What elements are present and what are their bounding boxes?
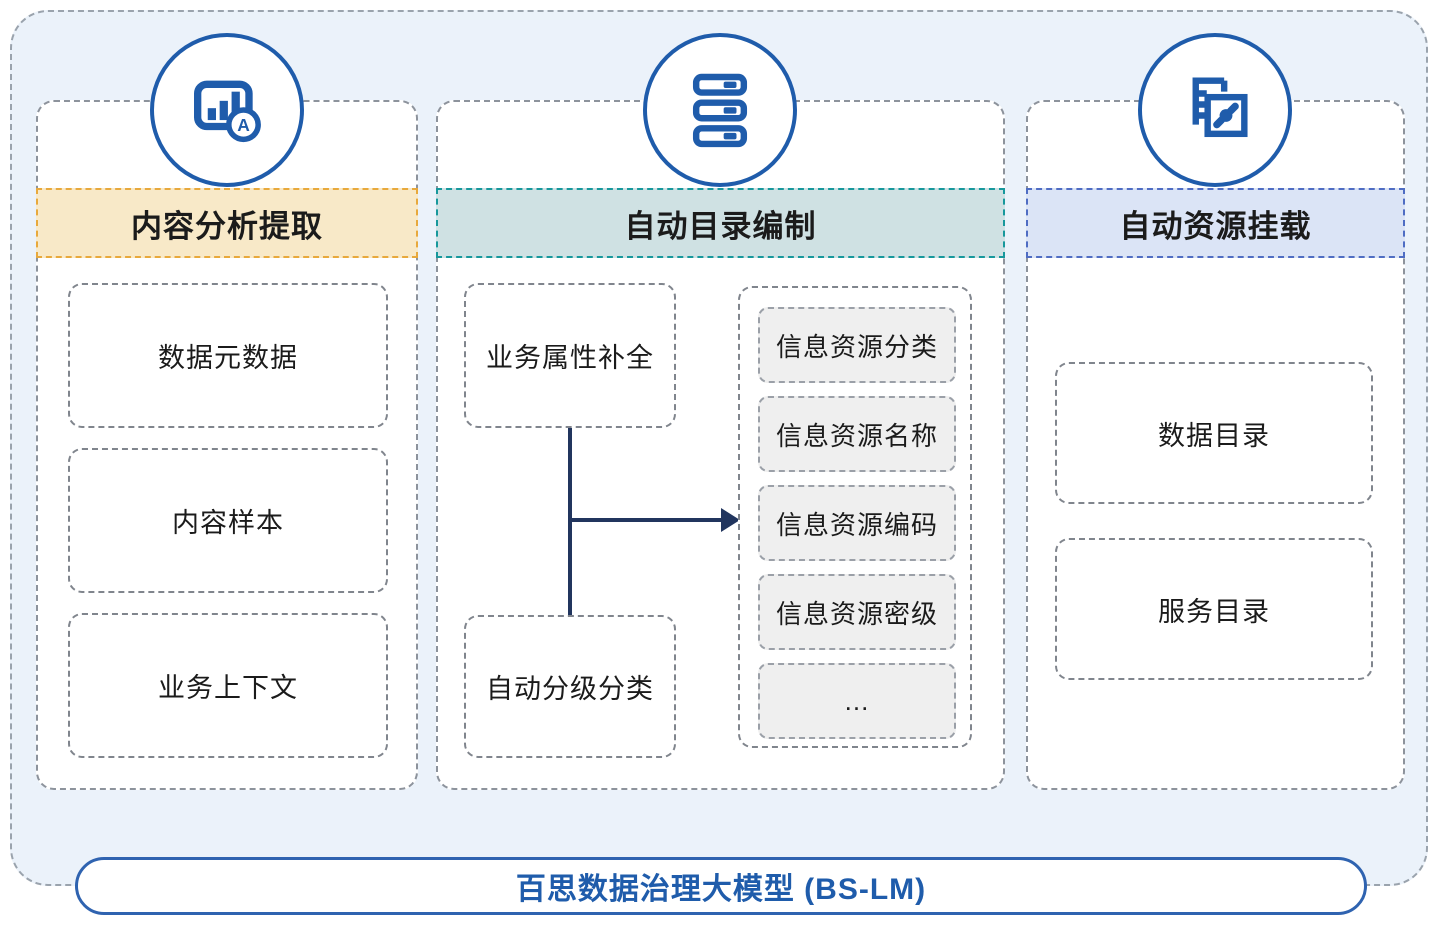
chart-analysis-icon: A <box>193 80 261 143</box>
connector-arrowhead <box>721 508 740 532</box>
server-stack-icon <box>692 73 748 148</box>
node-data-catalog: 数据目录 <box>1055 362 1373 504</box>
header-auto-catalog-label: 自动目录编制 <box>624 208 817 244</box>
catalog-link-icon <box>1192 77 1248 138</box>
chip-info-resource-code: 信息资源编码 <box>758 485 956 561</box>
chip-info-resource-classification: 信息资源分类 <box>758 307 956 383</box>
header-auto-catalog: 自动目录编制 <box>436 188 1005 258</box>
node-data-metadata: 数据元数据 <box>68 283 388 428</box>
node-auto-classification: 自动分级分类 <box>464 615 676 758</box>
header-auto-mount: 自动资源挂载 <box>1026 188 1405 258</box>
header-auto-mount-label: 自动资源挂载 <box>1119 208 1312 244</box>
node-business-attribute-completion: 业务属性补全 <box>464 283 676 428</box>
svg-text:A: A <box>237 115 250 135</box>
chip-info-resource-name: 信息资源名称 <box>758 396 956 472</box>
chip-info-resource-more: ... <box>758 663 956 739</box>
badge-circle-auto-mount <box>1138 33 1292 187</box>
badge-circle-content-analysis: A <box>150 33 304 187</box>
badge-circle-auto-catalog <box>643 33 797 187</box>
header-content-analysis: 内容分析提取 <box>36 188 418 258</box>
connector-horizontal-line <box>570 518 722 522</box>
header-content-analysis-label: 内容分析提取 <box>131 208 323 244</box>
footer-model-label: 百思数据治理大模型 (BS-LM) <box>515 873 927 906</box>
node-service-catalog: 服务目录 <box>1055 538 1373 680</box>
chip-info-resource-security-level: 信息资源密级 <box>758 574 956 650</box>
node-content-sample: 内容样本 <box>68 448 388 593</box>
footer-model-bar: 百思数据治理大模型 (BS-LM) <box>75 857 1367 915</box>
node-business-context: 业务上下文 <box>68 613 388 758</box>
